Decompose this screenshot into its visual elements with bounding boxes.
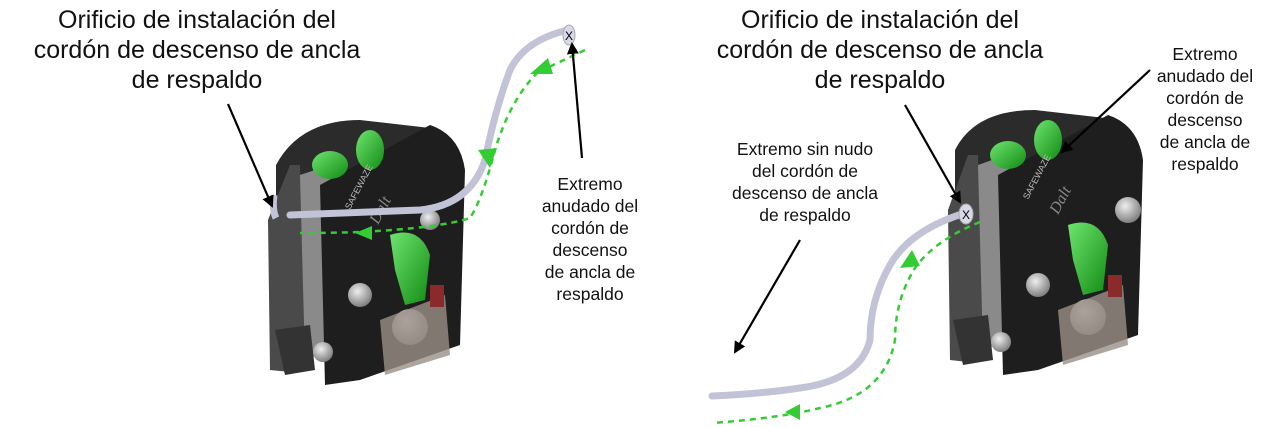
- backup-lanyard-cord-left: [286, 26, 572, 219]
- pointer-installation-hole-right: [904, 104, 961, 204]
- green-arrowhead-right-1: [900, 250, 920, 268]
- green-arrowhead-left-2: [478, 148, 497, 168]
- knotted-end-label-right: Extremo anudado del cordón de descenso d…: [1156, 44, 1254, 174]
- descent-device-right: [948, 110, 1143, 375]
- pointer-unknotted-end-right: [733, 239, 801, 354]
- svg-text:X: X: [565, 29, 573, 43]
- pointer-knotted-end-right: [1060, 69, 1151, 154]
- green-arrowhead-left-3: [355, 226, 372, 240]
- green-arrowhead-left-1: [530, 58, 553, 74]
- green-arrowhead-right-2: [785, 404, 800, 420]
- backup-lanyard-cord-right: [708, 209, 969, 400]
- cord-knot-right: X: [958, 203, 974, 225]
- descent-device-left: [268, 120, 465, 385]
- cord-knot-left: X: [562, 24, 576, 46]
- cord-stub-left: [269, 194, 280, 220]
- knotted-end-label-left: Extremo anudado del cordón de descenso d…: [541, 174, 639, 304]
- installation-hole-label-right: Orificio de instalación del cordón de de…: [716, 6, 1044, 94]
- pointer-installation-hole-left: [226, 103, 274, 208]
- pointer-knotted-end-left: [566, 42, 584, 159]
- threading-direction-arrow-right: [711, 220, 981, 425]
- installation-hole-label-left: Orificio de instalación del cordón de de…: [33, 6, 361, 94]
- unknotted-end-label-right: Extremo sin nudo del cordón de descenso …: [732, 139, 878, 225]
- svg-text:X: X: [962, 208, 970, 222]
